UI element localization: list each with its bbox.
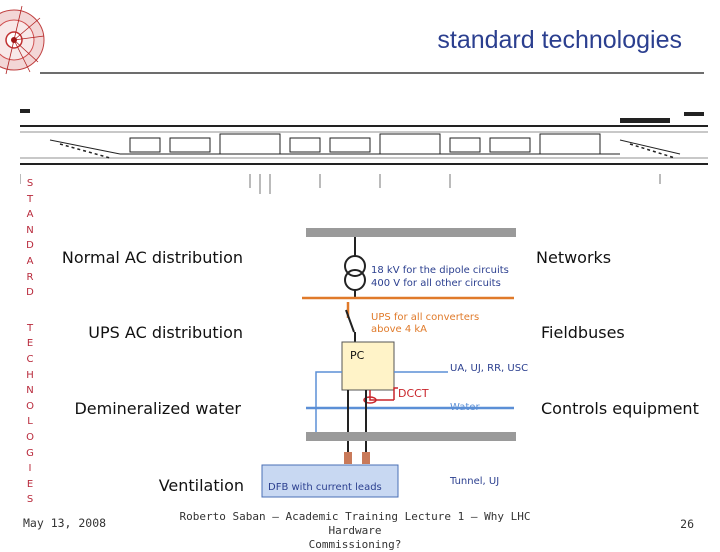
side-letter: G	[26, 447, 34, 459]
footer-lecture-line-2: Commissioning?	[308, 538, 402, 551]
side-letter: N	[26, 385, 34, 397]
footer-lecture: Roberto Saban – Academic Training Lectur…	[160, 510, 550, 552]
transformer-label-1: 18 kV for the dipole circuits	[371, 265, 509, 276]
dcct-label: DCCT	[398, 387, 429, 400]
side-letter: E	[26, 478, 34, 490]
side-letter: E	[26, 338, 34, 350]
normal-ac-distribution: Normal AC distribution	[61, 248, 243, 267]
pc-label: PC	[350, 349, 365, 362]
ups-label-2: above 4 kA	[371, 324, 427, 335]
side-letter: O	[26, 431, 34, 443]
collision-logo	[0, 5, 45, 75]
power-converter-box	[341, 341, 395, 391]
networks: Networks	[536, 248, 612, 267]
side-letter: H	[26, 369, 34, 381]
powering-schematic: 18 kV for the dipole circuits 400 V for …	[261, 228, 528, 498]
page-number: 26	[680, 517, 694, 531]
side-letter: D	[26, 287, 34, 299]
side-label: S T A N D A R D T E C H N O L O G I E S	[24, 176, 36, 508]
title-divider	[40, 72, 704, 74]
side-letter: L	[27, 416, 33, 428]
water-label: Water	[450, 402, 480, 413]
areas-label: UA, UJ, RR, USC	[450, 363, 528, 374]
side-letter: C	[26, 353, 34, 365]
ups-label-1: UPS for all converters	[371, 312, 479, 323]
side-letter: D	[26, 240, 34, 252]
side-letter: A	[26, 209, 34, 221]
tunnel-label: Tunnel, UJ	[449, 476, 499, 487]
demineralized-water: Demineralized water	[74, 399, 241, 418]
tunnel-floor	[306, 432, 516, 441]
side-letter: O	[26, 400, 34, 412]
ups-ac-distribution: UPS AC distribution	[88, 323, 243, 342]
dfb-box	[261, 464, 399, 498]
hv-busbar	[306, 228, 516, 237]
page-title: standard technologies	[437, 26, 682, 54]
side-letter: T	[26, 322, 34, 334]
transformer-icon	[344, 255, 366, 291]
tunnel-floor-plan	[20, 109, 708, 194]
current-lead-icon	[362, 452, 370, 464]
transformer-label-2: 400 V for all other circuits	[371, 278, 501, 289]
side-letter: N	[26, 224, 34, 236]
ventilation: Ventilation	[158, 476, 244, 495]
side-letter: T	[26, 193, 34, 205]
footer-date: May 13, 2008	[23, 516, 107, 530]
current-lead-icon	[344, 452, 352, 464]
side-letter: I	[28, 463, 32, 475]
side-letter: R	[26, 271, 34, 283]
dfb-label: DFB with current leads	[268, 482, 382, 493]
side-letter: S	[26, 178, 34, 189]
footer-lecture-line-1: Roberto Saban – Academic Training Lectur…	[179, 510, 531, 537]
breaker-icon	[345, 309, 355, 333]
side-letter: A	[26, 255, 34, 267]
fieldbuses: Fieldbuses	[541, 323, 625, 342]
side-letter: S	[26, 494, 34, 506]
controls-equipment: Controls equipment	[541, 399, 699, 418]
dcct-icon	[363, 396, 377, 404]
